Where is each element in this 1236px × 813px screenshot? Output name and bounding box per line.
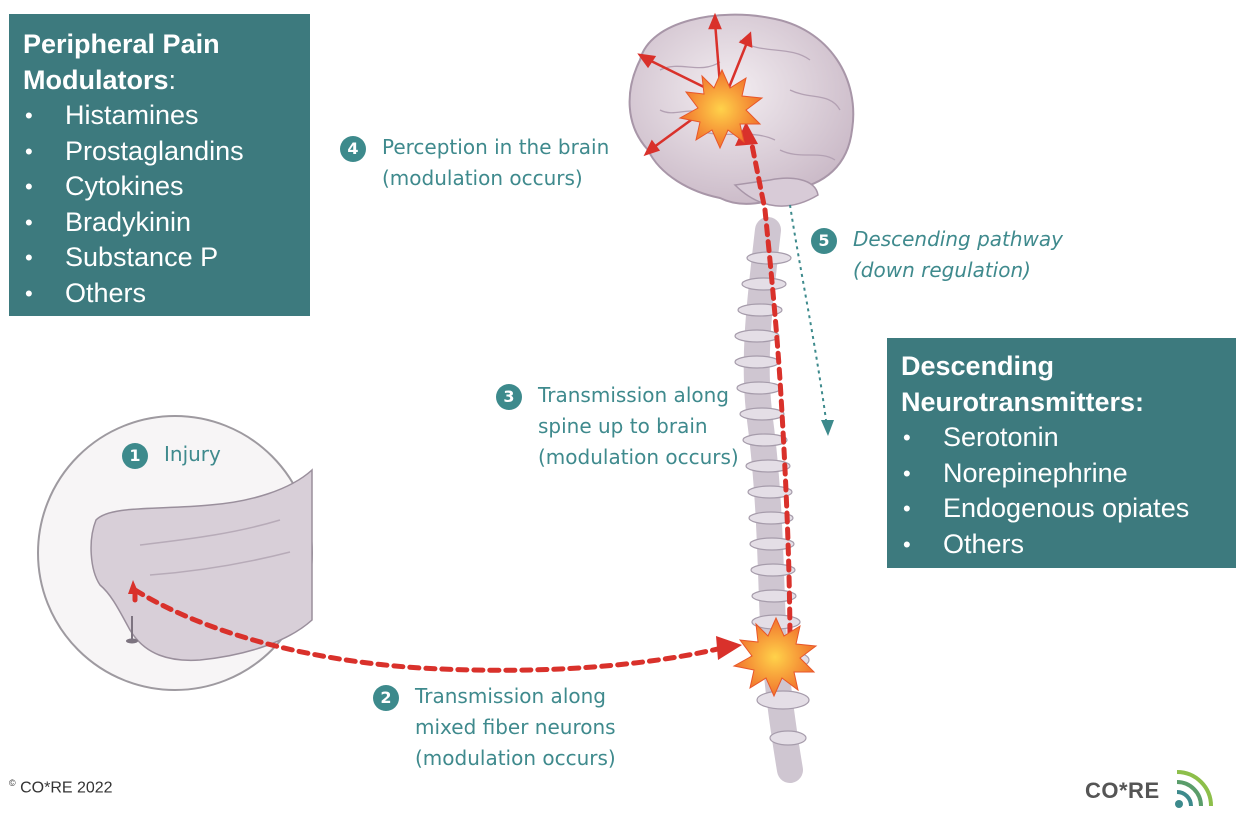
list-item: •Norepinephrine [901, 456, 1236, 492]
bullet-icon: • [25, 134, 33, 170]
descending-list: •Serotonin •Norepinephrine •Endogenous o… [901, 420, 1236, 562]
bullet-icon: • [903, 456, 911, 492]
peripheral-list: •Histamines •Prostaglandins •Cytokines •… [23, 98, 310, 311]
step-2-label: 2 Transmission along mixed fiber neurons… [373, 681, 616, 774]
step-5-label: 5 Descending pathway (down regulation) [811, 224, 1063, 286]
list-item: •Bradykinin [23, 205, 310, 241]
list-item: •Prostaglandins [23, 134, 310, 170]
list-item: •Others [901, 527, 1236, 563]
descending-neurotransmitters-box: Descending Neurotransmitters: •Serotonin… [887, 338, 1236, 568]
list-item: •Substance P [23, 240, 310, 276]
core-logo: CO*RE [1085, 762, 1225, 812]
step-number-badge: 2 [373, 685, 399, 711]
list-item: •Endogenous opiates [901, 491, 1236, 527]
step-number-badge: 4 [340, 136, 366, 162]
descending-title-line2: Neurotransmitters: [901, 387, 1144, 417]
peripheral-title-line1: Peripheral Pain [23, 29, 220, 59]
bullet-icon: • [25, 240, 33, 276]
bullet-icon: • [25, 205, 33, 241]
bullet-icon: • [903, 491, 911, 527]
copyright-notice: © CO*RE 2022 [9, 778, 113, 797]
step-number-badge: 5 [811, 228, 837, 254]
peripheral-title-line2: Modulators [23, 65, 169, 95]
descending-title-line1: Descending [901, 351, 1054, 381]
step-number-badge: 1 [122, 443, 148, 469]
logo-text: CO*RE [1085, 778, 1160, 804]
bullet-icon: • [25, 98, 33, 134]
bullet-icon: • [25, 276, 33, 312]
copyright-text: CO*RE 2022 [16, 779, 113, 796]
list-item: •Cytokines [23, 169, 310, 205]
list-item: •Serotonin [901, 420, 1236, 456]
peripheral-box-title: Peripheral Pain Modulators: [23, 26, 310, 98]
step-3-label: 3 Transmission along spine up to brain (… [496, 380, 739, 473]
copyright-symbol: © [9, 778, 16, 788]
bullet-icon: • [903, 527, 911, 563]
peripheral-modulators-box: Peripheral Pain Modulators: •Histamines … [9, 14, 310, 316]
peripheral-title-colon: : [169, 65, 177, 95]
list-item: •Histamines [23, 98, 310, 134]
descending-box-title: Descending Neurotransmitters: [901, 348, 1236, 420]
list-item: •Others [23, 276, 310, 312]
bullet-icon: • [903, 420, 911, 456]
step-4-label: 4 Perception in the brain (modulation oc… [340, 132, 609, 194]
step-number-badge: 3 [496, 384, 522, 410]
bullet-icon: • [25, 169, 33, 205]
logo-signal-icon [1173, 764, 1221, 810]
step-1-label: 1 Injury [122, 439, 221, 470]
